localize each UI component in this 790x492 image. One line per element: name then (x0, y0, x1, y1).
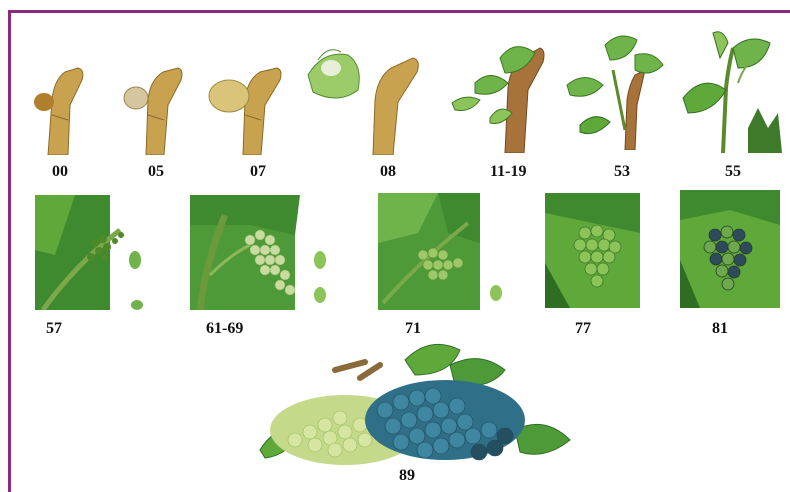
stage-00-illustration (30, 60, 100, 155)
stage-label: 77 (575, 320, 591, 338)
stage-label: 89 (399, 467, 415, 485)
stage-07-illustration (205, 60, 290, 155)
stage-label: 71 (405, 320, 421, 338)
frame-top-border (8, 10, 790, 13)
stage-89-illustration (255, 340, 575, 470)
stage-77-illustration (545, 193, 640, 308)
stage-53-illustration (565, 30, 665, 150)
stage-label: 57 (46, 320, 62, 338)
stage-05-illustration (118, 60, 193, 155)
stage-61-69-illustration (190, 195, 340, 310)
stage-label: 55 (725, 163, 741, 181)
stage-71-illustration (378, 193, 508, 310)
stage-label: 53 (614, 163, 630, 181)
stage-11-19-illustration (450, 38, 550, 153)
stage-57-illustration (35, 195, 155, 310)
stage-label: 08 (380, 163, 396, 181)
stage-label: 11-19 (490, 163, 526, 181)
stage-81-illustration (680, 190, 780, 308)
stage-55-illustration (678, 28, 783, 153)
stage-label: 61-69 (206, 320, 243, 338)
frame-left-border (8, 10, 11, 492)
stage-label: 00 (52, 163, 68, 181)
stage-label: 81 (712, 320, 728, 338)
stage-08-illustration (303, 40, 433, 155)
stage-label: 05 (148, 163, 164, 181)
stage-label: 07 (250, 163, 266, 181)
